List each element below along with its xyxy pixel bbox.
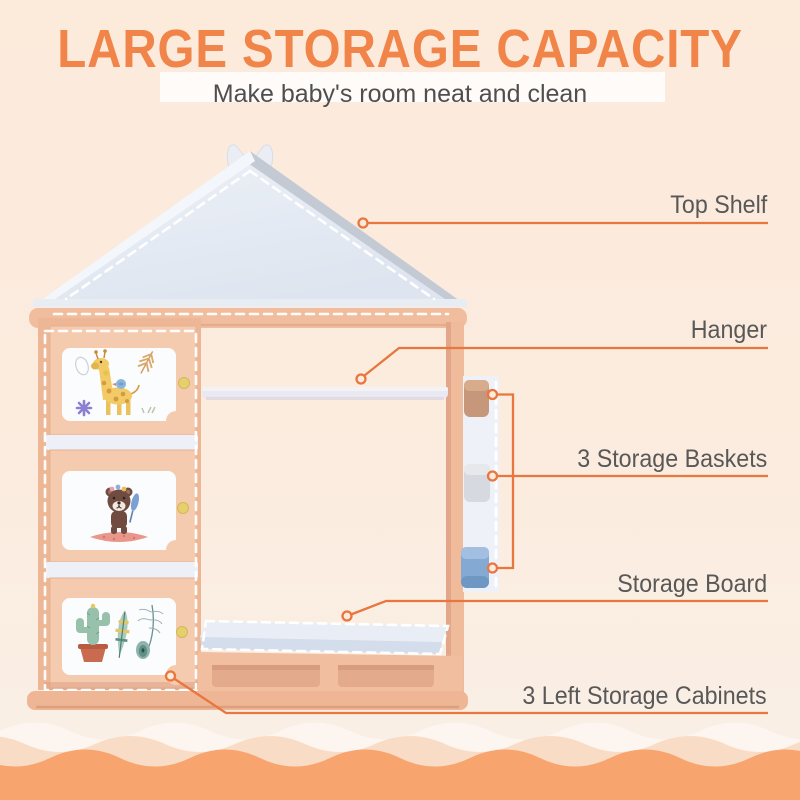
- cactus-illustration: [76, 603, 164, 662]
- bottom-beam: [27, 691, 468, 710]
- hanger-rod: [202, 387, 448, 400]
- label-top-shelf: Top Shelf: [670, 191, 767, 219]
- giraffe-illustration: [75, 349, 156, 417]
- label-left-storage-cabinets: 3 Left Storage Cabinets: [522, 682, 767, 710]
- storage-basket-blue-icon: [461, 547, 489, 588]
- roof-top-shelf: [33, 151, 467, 307]
- callout-line-top-shelf: [357, 217, 768, 229]
- callout-line-left-cabinets: [164, 670, 768, 715]
- cabinet-panel-cactus: [62, 598, 186, 685]
- base-platform: [198, 652, 462, 692]
- label-storage-baskets: 3 Storage Baskets: [577, 445, 767, 473]
- knob-top: [178, 377, 190, 389]
- page-subtitle: Make baby's room neat and clean: [212, 80, 588, 108]
- callout-line-hanger: [355, 346, 768, 385]
- bear-illustration: [90, 484, 148, 542]
- callout-line-storage-board: [341, 599, 768, 622]
- storage-basket-white-icon: [464, 464, 490, 502]
- storage-board: [200, 619, 450, 656]
- subtitle-band: [160, 72, 665, 102]
- label-storage-board: Storage Board: [617, 570, 767, 598]
- cabinet-panel-bear: [62, 471, 186, 560]
- right-post: [446, 322, 464, 700]
- knob-middle: [177, 502, 189, 514]
- label-hanger: Hanger: [690, 316, 767, 344]
- knob-bottom: [176, 626, 188, 638]
- page-title: LARGE STORAGE CAPACITY: [57, 19, 743, 79]
- left-storage-cabinets: [38, 318, 201, 692]
- storage-baskets-board: [461, 376, 499, 592]
- storage-basket-tan-icon: [464, 380, 489, 417]
- cabinet-panel-giraffe: [62, 348, 186, 431]
- callout-line-storage-baskets: [486, 388, 768, 574]
